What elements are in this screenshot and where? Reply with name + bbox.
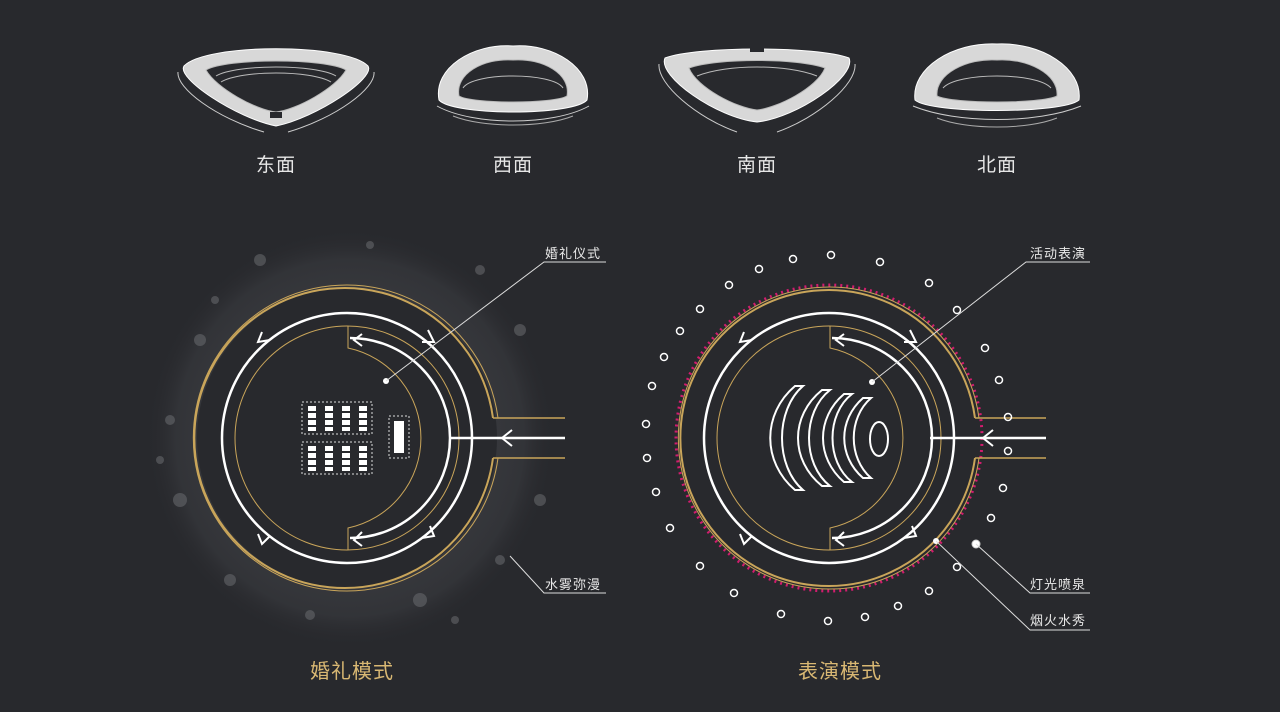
wedding-mode-title: 婚礼模式 [310, 659, 394, 683]
label-west: 西面 [492, 154, 534, 176]
elevation-west [436, 45, 590, 126]
callout-fireworks-water-show: 烟火水秀 [1030, 614, 1087, 629]
performance-mode-plan [641, 250, 1090, 631]
light-fountain-dots [641, 250, 1013, 626]
stage-crescents [769, 385, 889, 491]
label-south: 南面 [736, 154, 778, 176]
elevation-south [658, 44, 856, 133]
elevation-north [912, 43, 1082, 128]
wedding-mode-plan [145, 228, 606, 648]
seating-blocks [301, 401, 410, 475]
label-east: 东面 [255, 154, 297, 176]
label-north: 北面 [976, 154, 1018, 176]
callout-wedding-ceremony: 婚礼仪式 [545, 247, 602, 262]
performance-mode-title: 表演模式 [798, 659, 882, 683]
callout-activity-show: 活动表演 [1030, 247, 1087, 262]
elevation-east [177, 48, 375, 133]
outer-gold-ring [193, 287, 494, 589]
callout-light-fountain: 灯光喷泉 [1030, 578, 1087, 593]
callout-water-mist: 水雾弥漫 [545, 578, 602, 593]
